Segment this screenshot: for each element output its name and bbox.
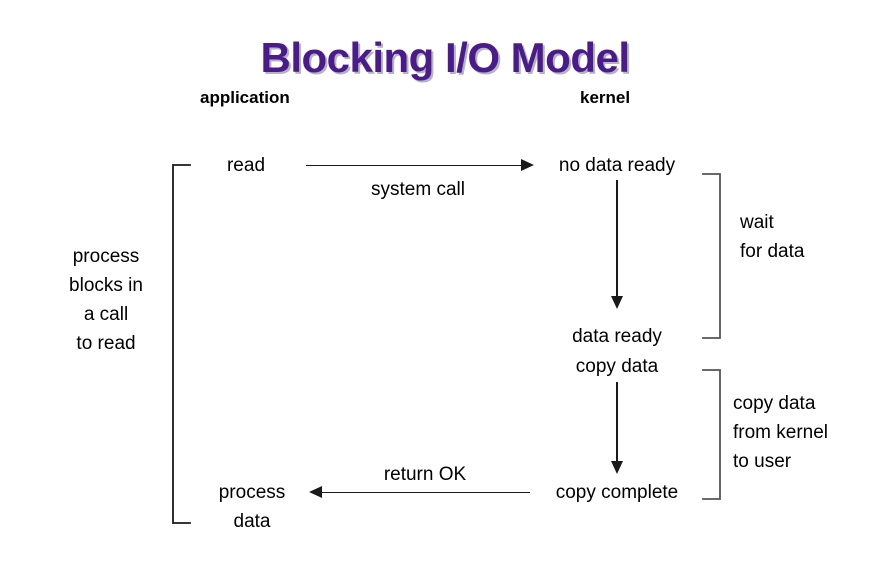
edge-system-call-arrowhead — [521, 159, 534, 171]
annotation-copy-line2: from kernel — [733, 422, 829, 443]
bracket-label-process-line1: process — [72, 246, 140, 267]
node-process-data: data — [233, 511, 271, 532]
bracket-process-blocks — [168, 158, 198, 530]
node-process: process — [218, 482, 286, 503]
annotation-wait-line2: for data — [740, 241, 805, 262]
edge-return-ok-arrowhead — [309, 486, 322, 498]
node-no-data-ready: no data ready — [558, 155, 676, 176]
annotation-copy-line1: copy data — [733, 393, 816, 414]
edge-copy-arrowhead — [610, 461, 623, 474]
edge-system-call-line — [306, 164, 522, 167]
edge-label-system-call: system call — [371, 179, 465, 200]
node-copy-data: copy data — [575, 356, 659, 377]
column-header-application: application — [200, 88, 290, 107]
page-title: Blocking I/O Model — [260, 34, 630, 81]
edge-wait-arrowhead — [610, 296, 623, 309]
annotation-copy-line3: to user — [733, 451, 792, 472]
node-data-ready: data ready — [572, 326, 662, 347]
edge-wait-line — [616, 180, 618, 298]
bracket-copy-data — [700, 362, 730, 507]
edge-copy-line — [616, 382, 618, 464]
edge-label-return-ok: return OK — [383, 464, 467, 485]
bracket-label-process-line3: a call — [83, 304, 129, 325]
bracket-wait-for-data — [700, 166, 730, 346]
node-read: read — [226, 155, 266, 176]
annotation-wait-line1: wait — [740, 212, 774, 233]
bracket-label-process-line4: to read — [76, 333, 136, 354]
node-copy-complete: copy complete — [555, 482, 679, 503]
edge-return-ok-line — [322, 491, 530, 494]
column-header-kernel: kernel — [580, 88, 631, 107]
bracket-label-process-line2: blocks in — [69, 275, 143, 296]
